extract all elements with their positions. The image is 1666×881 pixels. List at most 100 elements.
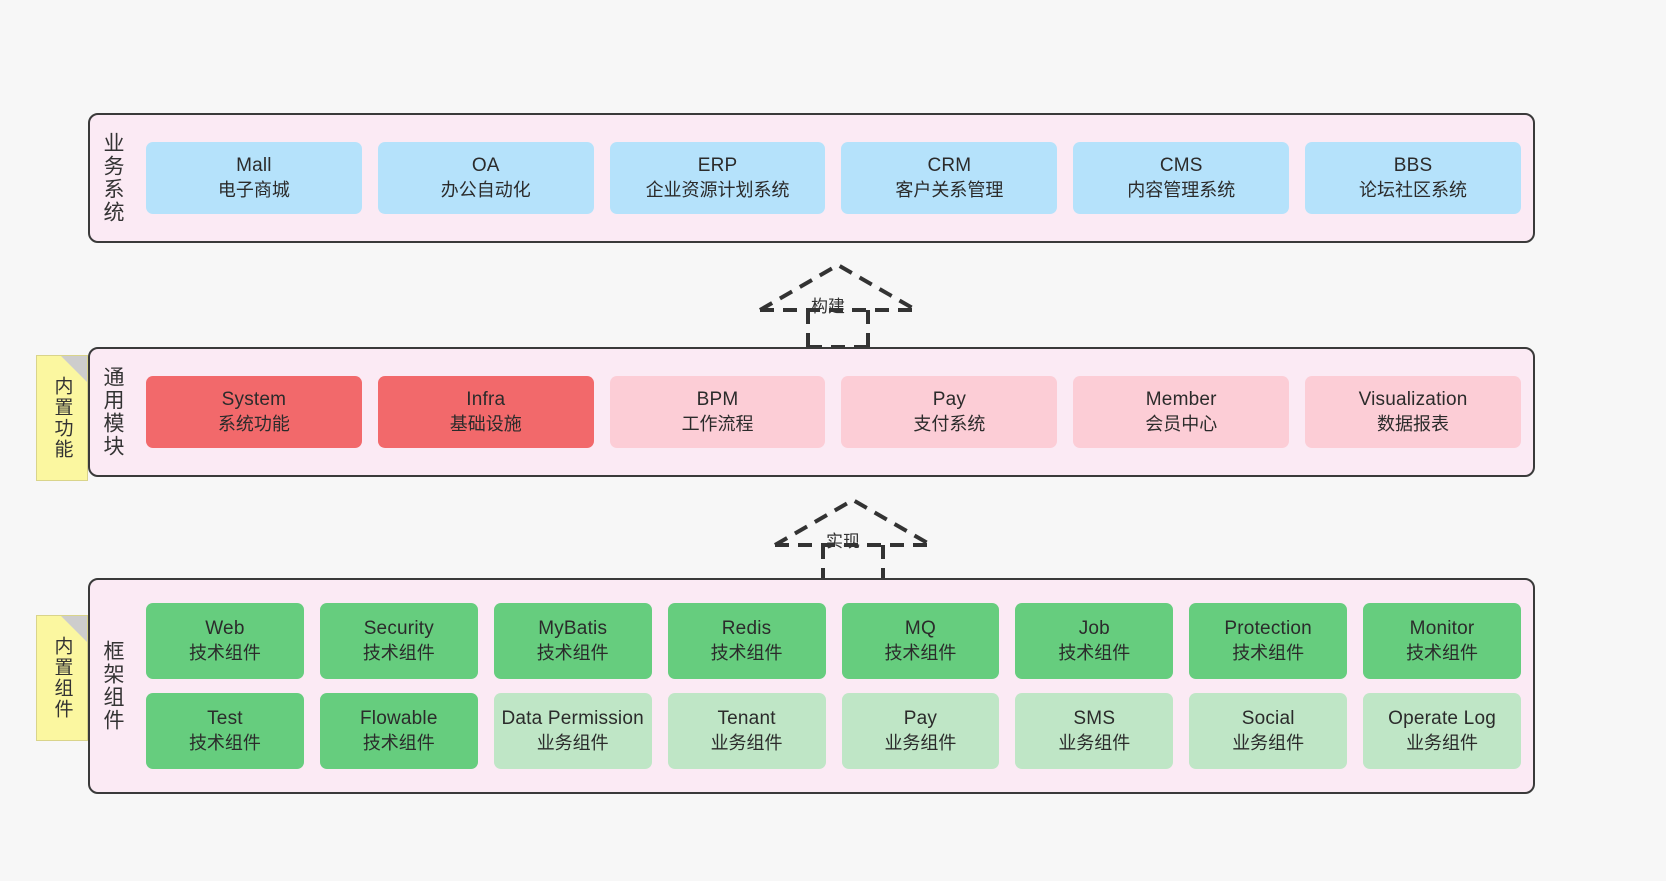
card-title: Test — [207, 708, 243, 730]
card-bpm[interactable]: BPM 工作流程 — [609, 376, 826, 448]
card-row: Test 技术组件 Flowable 技术组件 Data Permission … — [146, 693, 1521, 769]
card-title: ERP — [697, 155, 738, 177]
card-redis[interactable]: Redis 技术组件 — [667, 603, 826, 679]
card-subtitle: 会员中心 — [1145, 413, 1218, 434]
generalization-arrow-implement — [774, 497, 932, 584]
card-flowable[interactable]: Flowable 技术组件 — [319, 693, 478, 769]
card-crm[interactable]: CRM 客户关系管理 — [841, 142, 1058, 214]
note-fold-corner — [61, 616, 87, 642]
card-subtitle: 系统功能 — [217, 413, 290, 434]
card-row: Mall 电子商城 OA 办公自动化 ERP 企业资源计划系统 CRM 客户关系… — [146, 142, 1521, 214]
card-infra[interactable]: Infra 基础设施 — [377, 376, 594, 448]
card-job[interactable]: Job 技术组件 — [1015, 603, 1174, 679]
note-label: 内置功能 — [51, 376, 73, 460]
card-data-permission[interactable]: Data Permission 业务组件 — [493, 693, 652, 769]
card-protection[interactable]: Protection 技术组件 — [1189, 603, 1348, 679]
layer-caption-business-systems: 业务系统 — [101, 132, 124, 224]
layer-common-modules: 通用模块 System 系统功能 Infra 基础设施 BPM 工作流程 Pay… — [88, 347, 1535, 477]
card-title: Pay — [932, 389, 967, 411]
card-mall[interactable]: Mall 电子商城 — [146, 142, 362, 214]
card-title: Web — [205, 618, 245, 640]
card-member[interactable]: Member 会员中心 — [1073, 376, 1290, 448]
card-subtitle: 业务组件 — [710, 732, 783, 753]
card-security[interactable]: Security 技术组件 — [319, 603, 478, 679]
card-web[interactable]: Web 技术组件 — [146, 603, 304, 679]
card-mybatis[interactable]: MyBatis 技术组件 — [493, 603, 652, 679]
card-subtitle: 企业资源计划系统 — [645, 179, 790, 200]
card-subtitle: 内容管理系统 — [1127, 179, 1236, 200]
card-subtitle: 技术组件 — [1406, 642, 1479, 663]
card-subtitle: 技术组件 — [362, 732, 435, 753]
card-title: CRM — [927, 155, 972, 177]
card-title: System — [221, 389, 287, 411]
card-oa[interactable]: OA 办公自动化 — [377, 142, 594, 214]
layer-framework-components: 框架组件 Web 技术组件 Security 技术组件 MyBatis 技术组件… — [88, 578, 1535, 794]
card-erp[interactable]: ERP 企业资源计划系统 — [609, 142, 826, 214]
card-title: Social — [1241, 708, 1295, 730]
card-tenant[interactable]: Tenant 业务组件 — [667, 693, 826, 769]
card-sms[interactable]: SMS 业务组件 — [1015, 693, 1174, 769]
card-title: Infra — [466, 389, 506, 411]
card-social[interactable]: Social 业务组件 — [1189, 693, 1348, 769]
card-subtitle: 办公自动化 — [440, 179, 531, 200]
card-mq[interactable]: MQ 技术组件 — [841, 603, 1000, 679]
layer-body-framework-components: Web 技术组件 Security 技术组件 MyBatis 技术组件 Redi… — [134, 580, 1533, 792]
card-subtitle: 电子商城 — [217, 179, 290, 200]
card-visualization[interactable]: Visualization 数据报表 — [1305, 376, 1521, 448]
card-title: Protection — [1224, 618, 1312, 640]
card-subtitle: 支付系统 — [913, 413, 986, 434]
card-subtitle: 论坛社区系统 — [1359, 179, 1468, 200]
card-title: Visualization — [1358, 389, 1468, 411]
card-title: Tenant — [717, 708, 776, 730]
card-subtitle: 业务组件 — [1406, 732, 1479, 753]
card-row: Web 技术组件 Security 技术组件 MyBatis 技术组件 Redi… — [146, 603, 1521, 679]
layer-business-systems: 业务系统 Mall 电子商城 OA 办公自动化 ERP 企业资源计划系统 CRM… — [88, 113, 1535, 243]
card-subtitle: 工作流程 — [681, 413, 754, 434]
card-title: MQ — [904, 618, 936, 640]
card-title: Pay — [903, 708, 938, 730]
card-title: Flowable — [359, 708, 438, 730]
card-title: Monitor — [1409, 618, 1475, 640]
connector-label-implement: 实现 — [826, 532, 860, 551]
note-label: 内置组件 — [51, 636, 73, 720]
card-monitor[interactable]: Monitor 技术组件 — [1363, 603, 1521, 679]
layer-body-business-systems: Mall 电子商城 OA 办公自动化 ERP 企业资源计划系统 CRM 客户关系… — [134, 115, 1533, 241]
layer-caption-common-modules: 通用模块 — [101, 366, 124, 458]
card-title: BPM — [696, 389, 739, 411]
card-title: CMS — [1159, 155, 1203, 177]
card-subtitle: 技术组件 — [188, 732, 261, 753]
card-pay[interactable]: Pay 支付系统 — [841, 376, 1058, 448]
generalization-arrow-build — [759, 262, 917, 349]
card-title: OA — [471, 155, 500, 177]
card-title: Data Permission — [501, 708, 644, 730]
card-test[interactable]: Test 技术组件 — [146, 693, 304, 769]
card-title: Redis — [721, 618, 772, 640]
card-subtitle: 数据报表 — [1377, 413, 1450, 434]
card-title: BBS — [1393, 155, 1433, 177]
card-operate-log[interactable]: Operate Log 业务组件 — [1363, 693, 1521, 769]
connector-label-build: 构建 — [811, 297, 845, 316]
card-title: Operate Log — [1388, 708, 1496, 730]
card-subtitle: 技术组件 — [710, 642, 783, 663]
card-bbs[interactable]: BBS 论坛社区系统 — [1305, 142, 1521, 214]
card-subtitle: 技术组件 — [188, 642, 261, 663]
card-title: SMS — [1073, 708, 1116, 730]
card-title: Member — [1145, 389, 1217, 411]
card-subtitle: 技术组件 — [884, 642, 957, 663]
card-cms[interactable]: CMS 内容管理系统 — [1073, 142, 1290, 214]
card-subtitle: 基础设施 — [449, 413, 522, 434]
layer-caption-framework-components: 框架组件 — [101, 640, 124, 732]
card-pay-business[interactable]: Pay 业务组件 — [841, 693, 1000, 769]
card-title: Mall — [236, 155, 272, 177]
card-title: MyBatis — [538, 618, 608, 640]
card-system[interactable]: System 系统功能 — [146, 376, 362, 448]
card-row: System 系统功能 Infra 基础设施 BPM 工作流程 Pay 支付系统… — [146, 376, 1521, 448]
note-fold-corner — [61, 356, 87, 382]
layer-body-common-modules: System 系统功能 Infra 基础设施 BPM 工作流程 Pay 支付系统… — [134, 349, 1533, 475]
card-subtitle: 技术组件 — [536, 642, 609, 663]
card-subtitle: 业务组件 — [1232, 732, 1305, 753]
card-subtitle: 技术组件 — [362, 642, 435, 663]
card-subtitle: 业务组件 — [1058, 732, 1131, 753]
card-title: Job — [1078, 618, 1110, 640]
